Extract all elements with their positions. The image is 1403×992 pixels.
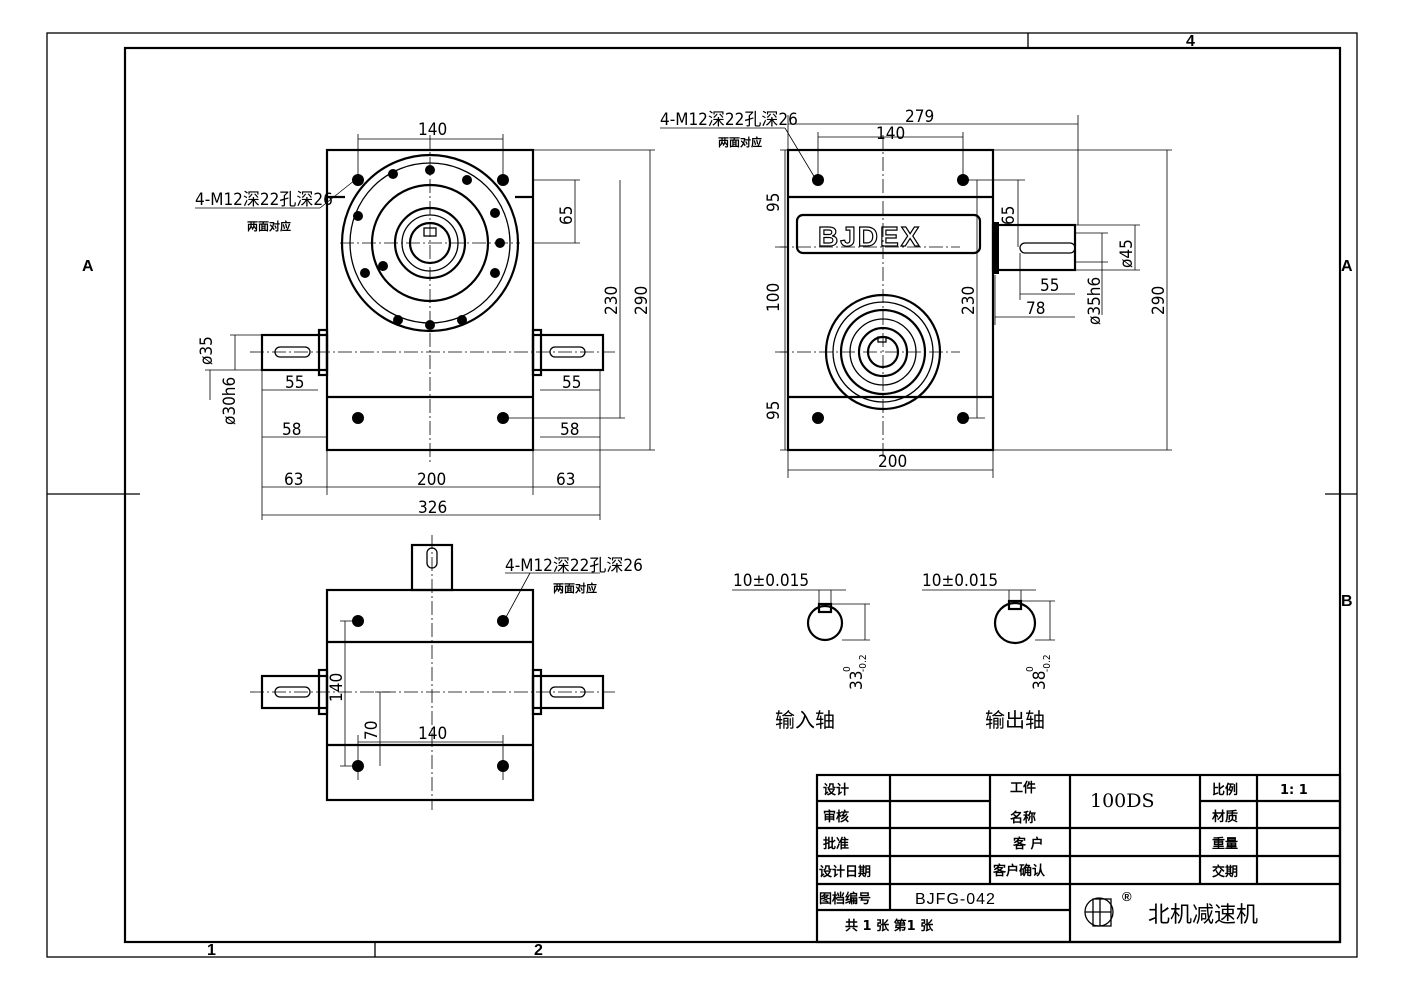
dim-text: 200 — [417, 470, 446, 490]
label-design-date: 设计日期 — [819, 864, 871, 880]
part-name: 100DS — [1090, 790, 1155, 812]
dim-text: 230 — [959, 286, 979, 315]
hole-note: 4-M12深22孔深26 — [505, 556, 643, 576]
label-drawing-no: 图档编号 — [819, 891, 871, 907]
label-review: 审核 — [823, 809, 849, 825]
zone-label: A — [82, 258, 94, 275]
section-label: 输入轴 — [775, 708, 835, 732]
dim-text: 55 — [285, 373, 304, 393]
dim-text: 65 — [999, 206, 1019, 225]
label-weight: 重量 — [1212, 836, 1238, 852]
front-view: 140 65 230 290 ø35 ø30h6 55 55 58 58 63 … — [195, 120, 655, 520]
depth-dim: 33 — [847, 671, 867, 690]
dim-text: 58 — [282, 420, 301, 440]
dim-text: 140 — [876, 124, 905, 144]
tol-lower: -0.2 — [858, 654, 869, 672]
dim-text: 326 — [418, 498, 447, 518]
key-tolerance: 10±0.015 — [922, 571, 998, 591]
label-part-name: 名称 — [1010, 810, 1036, 826]
input-shaft-section: 10±0.015 33 0 -0.2 输入轴 — [732, 571, 870, 732]
side-view: BJDEX 279 140 95 100 95 65 230 290 ø45 ø… — [660, 107, 1172, 478]
dim-text: 58 — [560, 420, 579, 440]
depth-dim: 38 — [1030, 671, 1050, 690]
tol-lower: -0.2 — [1042, 654, 1053, 672]
dim-text: 140 — [327, 673, 347, 702]
dim-text: 140 — [418, 120, 447, 140]
dim-text: 140 — [418, 724, 447, 744]
dim-text: ø30h6 — [220, 377, 240, 425]
company-logo: ® — [1084, 889, 1132, 927]
drawing-frame: 4 1 2 A A B — [46, 32, 1358, 959]
dim-text: 290 — [632, 286, 652, 315]
dim-text: 290 — [1149, 286, 1169, 315]
hole-note-sub: 两面对应 — [247, 219, 291, 233]
title-block: 设计 审核 批准 设计日期 工件 名称 100DS 客 户 客户确认 比例 1:… — [815, 773, 1342, 944]
section-label: 输出轴 — [985, 708, 1045, 732]
tol-upper: 0 — [1025, 666, 1036, 672]
dim-text: 63 — [556, 470, 575, 490]
dim-text: ø35 — [197, 336, 217, 365]
dim-text: 279 — [905, 107, 934, 127]
dim-text: 95 — [764, 401, 784, 420]
sheet-count: 共 1 张 第1 张 — [845, 918, 934, 934]
dim-text: 78 — [1026, 299, 1045, 319]
hole-note-sub: 两面对应 — [553, 581, 597, 595]
zone-label: 4 — [1186, 33, 1195, 50]
zone-label: A — [1341, 258, 1353, 275]
bottom-view: 140 70 140 4-M12深22孔深26 两面对应 — [250, 535, 643, 810]
dim-text: ø45 — [1117, 239, 1137, 268]
dim-text: 95 — [764, 193, 784, 212]
drawing-number: BJFG-042 — [915, 891, 996, 908]
zone-label: 1 — [207, 942, 216, 959]
label-design: 设计 — [823, 782, 849, 798]
dim-text: 200 — [878, 452, 907, 472]
company-name: 北机减速机 — [1148, 903, 1258, 928]
hole-note-sub: 两面对应 — [718, 135, 762, 149]
dim-text: ø35h6 — [1085, 277, 1105, 325]
dim-text: 55 — [1040, 276, 1059, 296]
label-delivery: 交期 — [1212, 864, 1238, 880]
dim-text: 65 — [557, 206, 577, 225]
dim-text: 70 — [362, 721, 382, 740]
label-customer-confirm: 客户确认 — [993, 863, 1046, 879]
scale-value: 1: 1 — [1280, 783, 1308, 798]
hole-note: 4-M12深22孔深26 — [660, 110, 798, 130]
label-part: 工件 — [1010, 780, 1036, 796]
key-tolerance: 10±0.015 — [733, 571, 809, 591]
dim-text: 55 — [562, 373, 581, 393]
label-scale: 比例 — [1212, 782, 1238, 798]
hole-note: 4-M12深22孔深26 — [195, 190, 333, 210]
output-shaft-section: 10±0.015 38 0 -0.2 输出轴 — [922, 571, 1055, 732]
label-approve: 批准 — [823, 836, 849, 852]
label-customer: 客 户 — [1013, 836, 1044, 852]
registered-mark: ® — [1122, 889, 1132, 904]
dim-text: 100 — [764, 283, 784, 312]
dim-text: 63 — [284, 470, 303, 490]
tol-upper: 0 — [842, 666, 853, 672]
zone-label: 2 — [534, 942, 543, 959]
dim-text: 230 — [602, 286, 622, 315]
zone-label: B — [1341, 593, 1353, 610]
label-material: 材质 — [1212, 809, 1238, 825]
